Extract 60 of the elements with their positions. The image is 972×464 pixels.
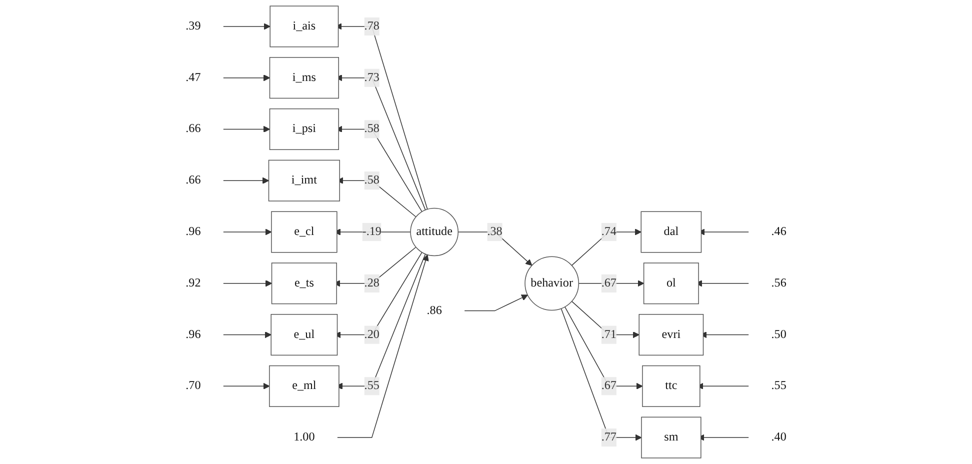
node-text: .47 bbox=[186, 71, 201, 84]
node-text: 1.00 bbox=[294, 430, 315, 444]
edge-label: .71 bbox=[601, 328, 616, 341]
node-box: e_ml bbox=[269, 365, 340, 407]
edge-label: .58 bbox=[364, 174, 380, 187]
arrow bbox=[458, 232, 532, 266]
edge-label: .74 bbox=[601, 225, 616, 238]
node-text: .66 bbox=[186, 174, 201, 187]
arrow bbox=[223, 382, 270, 390]
node-box: e_ul bbox=[270, 314, 338, 356]
arrow bbox=[571, 228, 642, 266]
edge-label: .77 bbox=[601, 430, 616, 444]
node-box: i_psi bbox=[269, 108, 339, 150]
arrow bbox=[578, 280, 644, 287]
arrow bbox=[337, 254, 429, 438]
edge-label: .67 bbox=[601, 276, 616, 290]
arrow bbox=[223, 331, 272, 338]
arrow bbox=[223, 228, 272, 236]
arrow bbox=[223, 74, 270, 82]
edge-label: .38 bbox=[487, 225, 502, 238]
edge-label: .67 bbox=[601, 379, 616, 392]
node-text: .40 bbox=[771, 430, 786, 444]
node-circle: attitude bbox=[410, 208, 458, 256]
node-text: .56 bbox=[771, 276, 786, 290]
node-text: .92 bbox=[186, 276, 201, 290]
edge-label: .73 bbox=[364, 71, 380, 84]
arrow bbox=[564, 306, 643, 390]
node-box: e_ts bbox=[271, 262, 337, 304]
edge-label: .55 bbox=[364, 379, 380, 392]
node-box: evri bbox=[638, 314, 704, 356]
node-text: .39 bbox=[186, 20, 201, 32]
node-text: .46 bbox=[771, 225, 786, 238]
node-text: .96 bbox=[186, 328, 201, 341]
node-box: ttc bbox=[642, 365, 700, 407]
arrow bbox=[223, 126, 270, 133]
arrow bbox=[571, 300, 640, 338]
edge-label: .20 bbox=[364, 328, 380, 341]
node-text: .86 bbox=[426, 304, 442, 317]
node-text: .66 bbox=[186, 122, 201, 136]
node-box: ol bbox=[643, 262, 699, 304]
edge-label: .78 bbox=[364, 20, 380, 32]
node-box: e_cl bbox=[271, 211, 338, 253]
node-circle: behavior bbox=[524, 256, 580, 311]
arrow bbox=[223, 23, 270, 30]
arrow bbox=[560, 308, 642, 441]
node-box: sm bbox=[641, 416, 702, 458]
edge-label: .28 bbox=[364, 276, 380, 290]
edge-label: .58 bbox=[364, 122, 380, 136]
node-box: i_imt bbox=[268, 160, 340, 202]
arrow bbox=[464, 294, 528, 312]
arrow bbox=[223, 177, 270, 184]
node-box: dal bbox=[640, 211, 702, 253]
node-box: i_ms bbox=[269, 57, 339, 99]
arrow bbox=[223, 280, 272, 287]
node-box: i_ais bbox=[270, 6, 339, 48]
node-text: .50 bbox=[771, 328, 786, 341]
node-text: .55 bbox=[771, 379, 786, 392]
node-text: .70 bbox=[186, 379, 201, 392]
edge-label: -.19 bbox=[362, 225, 382, 238]
node-text: .96 bbox=[186, 225, 201, 238]
